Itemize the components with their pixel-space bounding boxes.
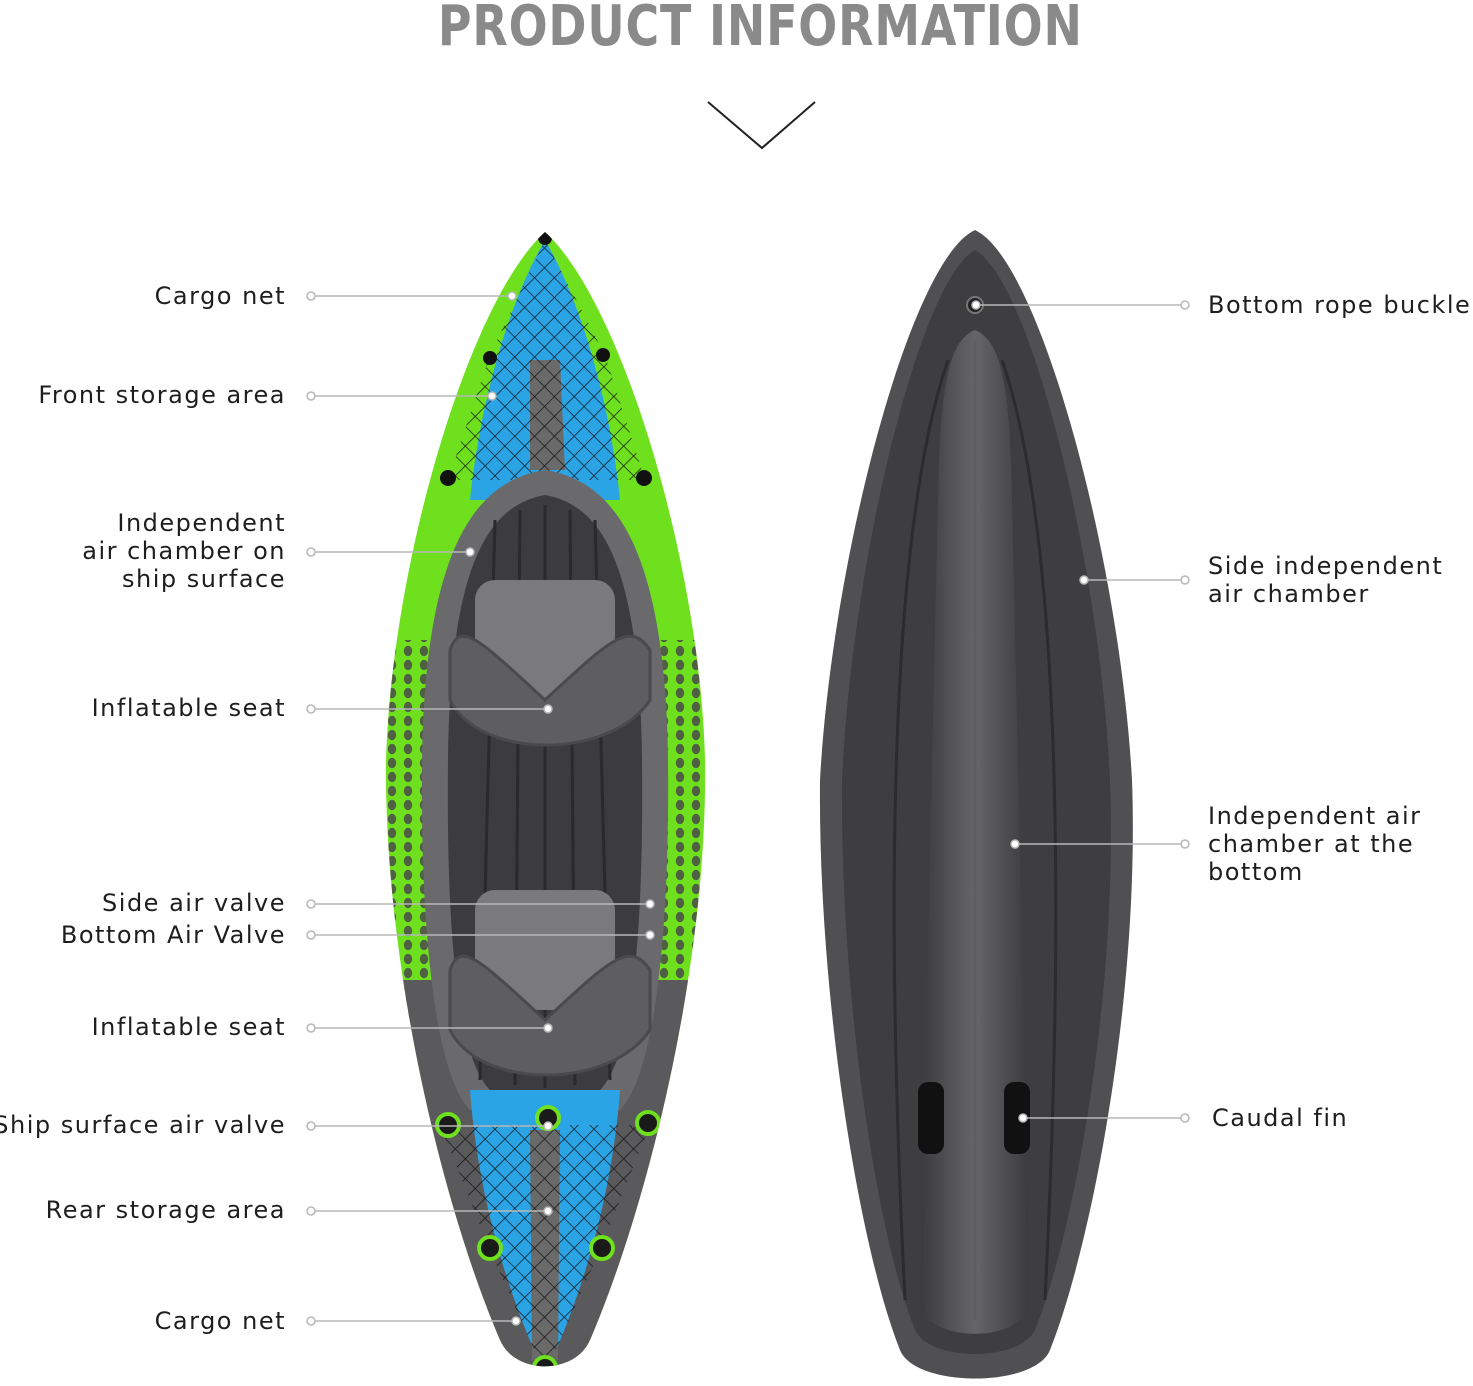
label-cargo-net-front: Cargo net <box>155 282 286 310</box>
label-line: Cargo net <box>154 282 286 310</box>
leader-caudal-fin <box>1018 1113 1190 1123</box>
leader-lines <box>306 291 1190 1326</box>
label-line: ship surface <box>122 565 286 593</box>
leader-rear-storage-area <box>306 1206 553 1216</box>
label-line: air chamber on <box>82 537 286 565</box>
leader-dot <box>306 930 316 940</box>
leader-dot <box>306 1206 316 1216</box>
label-line: Side air valve <box>102 889 286 917</box>
label-line: Caudal fin <box>1212 1104 1349 1132</box>
leader-independent-air-chamber <box>306 547 475 557</box>
label-line: Bottom Air Valve <box>60 921 286 949</box>
bottom-kayak-illustration <box>819 230 1133 1379</box>
label-front-storage-area: Front storage area <box>38 381 286 409</box>
label-line: Cargo net <box>154 1307 286 1335</box>
leader-dot <box>306 1121 316 1131</box>
leader-dot <box>1180 300 1190 310</box>
label-ship-surface-air-valve: Ship surface air valve <box>0 1111 286 1139</box>
leader-dot <box>543 1023 553 1033</box>
label-line: Bottom rope buckle <box>1208 291 1472 319</box>
label-line: Inflatable seat <box>91 694 286 722</box>
leader-dot <box>1180 839 1190 849</box>
label-line: Ship surface air valve <box>0 1111 286 1139</box>
leader-dot <box>306 899 316 909</box>
leader-bottom-air-valve <box>306 930 655 940</box>
leader-side-independent-air-chamber <box>1079 575 1190 585</box>
label-inflatable-seat-rear: Inflatable seat <box>92 1013 286 1041</box>
leader-dot <box>306 391 316 401</box>
page-title: PRODUCT INFORMATION <box>437 0 1083 59</box>
leader-inflatable-seat-rear <box>306 1023 553 1033</box>
leader-dot <box>645 930 655 940</box>
leader-cargo-net-front <box>306 291 517 301</box>
leader-side-air-valve <box>306 899 655 909</box>
label-bottom-rope-buckle: Bottom rope buckle <box>1208 291 1471 319</box>
label-bottom-air-valve: Bottom Air Valve <box>61 921 286 949</box>
leader-dot <box>306 1023 316 1033</box>
leader-ship-surface-air-valve <box>306 1121 553 1131</box>
leader-inflatable-seat-front <box>306 704 553 714</box>
leader-dot <box>511 1316 521 1326</box>
leader-dot <box>1180 1113 1190 1123</box>
leader-dot <box>465 547 475 557</box>
leader-dot <box>1010 839 1020 849</box>
chevron-down-icon <box>707 101 816 150</box>
leader-dot <box>306 704 316 714</box>
label-independent-air-chamber-bottom: Independent air chamber at the bottom <box>1208 802 1422 886</box>
label-line: Rear storage area <box>45 1196 286 1224</box>
label-independent-air-chamber-surface: Independent air chamber on ship surface <box>82 509 286 593</box>
label-side-air-valve: Side air valve <box>102 889 286 917</box>
leader-dot <box>1180 575 1190 585</box>
label-line: Side independent <box>1208 552 1444 580</box>
label-caudal-fin: Caudal fin <box>1212 1104 1348 1132</box>
label-line: chamber at the <box>1208 830 1415 858</box>
leader-dot <box>306 291 316 301</box>
leader-dot <box>306 547 316 557</box>
leader-dot <box>487 391 497 401</box>
label-inflatable-seat-front: Inflatable seat <box>92 694 286 722</box>
label-line: air chamber <box>1208 580 1370 608</box>
label-rear-storage-area: Rear storage area <box>46 1196 286 1224</box>
leader-dot <box>543 1206 553 1216</box>
label-line: Independent air <box>1208 802 1422 830</box>
leader-dot <box>645 899 655 909</box>
leader-cargo-net-rear <box>306 1316 521 1326</box>
label-cargo-net-rear: Cargo net <box>155 1307 286 1335</box>
label-line: Independent <box>117 509 286 537</box>
leader-dot <box>543 1121 553 1131</box>
leader-dot <box>306 1316 316 1326</box>
leader-dot <box>1079 575 1089 585</box>
label-line: Inflatable seat <box>91 1013 286 1041</box>
label-side-independent-air-chamber: Side independent air chamber <box>1208 552 1443 608</box>
label-line: Front storage area <box>38 381 286 409</box>
leader-independent-air-chamber-bottom <box>1010 839 1190 849</box>
leader-dot <box>1018 1113 1028 1123</box>
leader-front-storage-area <box>306 391 497 401</box>
leader-dot <box>543 704 553 714</box>
leader-bottom-rope-buckle <box>971 300 1190 310</box>
leader-dot <box>971 300 981 310</box>
leader-dot <box>507 291 517 301</box>
label-line: bottom <box>1208 858 1304 886</box>
